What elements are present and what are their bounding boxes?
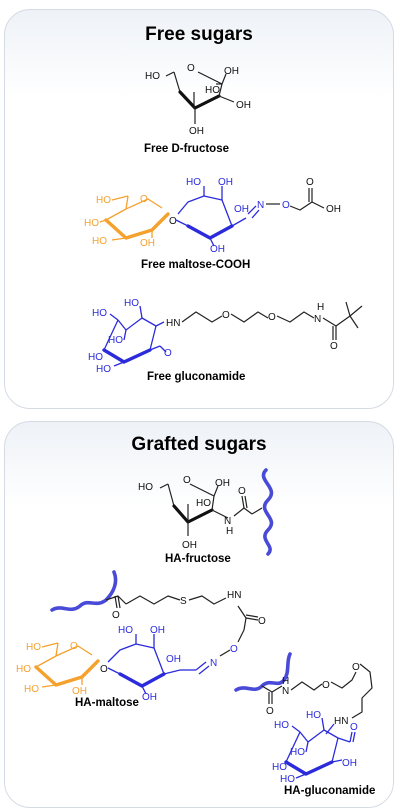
structure-ha-gluconamide: O H N O O HN HO HO HO HO HO OH O (234, 652, 373, 785)
label-gluconamide-oxygen: O (164, 348, 172, 359)
label-ha-gluconamide-ho-3: HO (290, 747, 305, 758)
label-gluconamide-ether-o-1: O (222, 310, 230, 321)
label-ha-gluconamide-oh: OH (342, 758, 357, 769)
label-ha-maltose-nh-n: HN (227, 590, 241, 601)
caption-free-d-fructose: Free D-fructose (144, 143, 229, 155)
caption-ha-gluconamide: HA-gluconamide (284, 785, 376, 797)
label-gluconamide-ho-4: HO (88, 352, 103, 363)
label-ha-gluconamide-oxygen: O (350, 722, 358, 733)
label-maltose-blue-oh-3: OH (234, 204, 249, 215)
label-maltose-oxime-o: O (282, 200, 290, 211)
caption-free-maltose-cooh: Free maltose-COOH (141, 259, 251, 271)
label-ha-maltose-orange-oh: OH (72, 686, 87, 697)
label-ha-maltose-orange-ring-o: O (70, 641, 78, 652)
label-gluconamide-hn: HN (166, 318, 180, 329)
label-ha-maltose-glycosidic-o: O (100, 664, 108, 675)
label-gluconamide-ho-3: HO (108, 335, 123, 346)
structure-ha-fructose: HO O OH HO OH N H O (138, 468, 274, 556)
label-maltose-orange-ho-2: HO (84, 218, 99, 229)
label-free-fructose-oh-2: OH (236, 100, 251, 111)
label-ha-maltose-oxime-o: O (230, 644, 238, 655)
label-ha-gluconamide-ho-5: HO (280, 774, 295, 785)
structure-free-d-fructose: HO O OH HO OH OH (145, 63, 251, 137)
label-maltose-glycosidic-o: O (169, 216, 177, 227)
label-ha-maltose-amide-o: O (258, 616, 266, 627)
grafted-sugars-title: Grafted sugars (131, 434, 267, 455)
label-maltose-orange-ring-o: O (140, 194, 148, 205)
label-free-fructose-ho-2: HO (205, 85, 220, 96)
caption-ha-maltose: HA-maltose (75, 697, 139, 709)
label-ha-maltose-sulfur: S (180, 596, 187, 607)
label-ha-gluconamide-carbonyl-o: O (266, 706, 274, 717)
structure-free-maltose-cooh: HO O HO HO OH O HO OH OH OH N O O OH (84, 177, 341, 255)
label-gluconamide-ho-2: HO (124, 298, 139, 309)
label-maltose-oxime-n: N (257, 200, 264, 211)
label-gluconamide-ho-1: HO (92, 308, 107, 319)
label-ha-gluconamide-ho-2: HO (306, 710, 321, 721)
label-ha-maltose-orange-ho-3: HO (24, 684, 39, 695)
label-ha-fructose-nh-n: N (224, 516, 231, 527)
label-ha-gluconamide-amide-h: H (282, 676, 289, 687)
label-ha-fructose-ho-2: HO (196, 498, 211, 509)
label-maltose-acid-oh: OH (326, 204, 341, 215)
label-ha-gluconamide-ho-4: HO (272, 762, 287, 773)
free-sugars-title: Free sugars (145, 24, 253, 45)
label-maltose-orange-ho-3: HO (92, 236, 107, 247)
label-ha-maltose-blue-oh-3: OH (166, 654, 181, 665)
label-ha-maltose-ketone-o: O (112, 610, 120, 621)
label-maltose-orange-ho-1: HO (96, 195, 111, 206)
label-ha-fructose-oh-1: OH (215, 478, 230, 489)
label-maltose-acid-o: O (306, 177, 314, 188)
label-ha-fructose-nh-h: H (226, 526, 233, 537)
label-maltose-blue-oh-1: OH (218, 177, 233, 188)
label-free-fructose-oh-3: OH (189, 126, 204, 137)
label-maltose-blue-oh-2: OH (210, 244, 225, 255)
free-sugars-panel: Free sugars (4, 9, 394, 409)
caption-free-gluconamide: Free gluconamide (147, 371, 246, 383)
label-ha-maltose-orange-ho-1: HO (26, 642, 41, 653)
label-maltose-orange-oh: OH (140, 238, 155, 249)
label-ha-fructose-ring-o: O (183, 475, 191, 486)
label-ha-fructose-ho-1: HO (138, 482, 153, 493)
label-ha-maltose-blue-oh-1: OH (150, 625, 165, 636)
label-ha-maltose-orange-ho-2: HO (16, 664, 31, 675)
label-ha-maltose-blue-oh-2: OH (142, 692, 157, 703)
grafted-sugars-panel: Grafted sugars (4, 421, 394, 808)
label-ha-gluconamide-ether-o-2: O (352, 662, 360, 673)
label-gluconamide-ether-o-2: O (268, 312, 276, 323)
label-ha-maltose-blue-ho-1: HO (118, 625, 133, 636)
label-gluconamide-ho-5: HO (96, 364, 111, 375)
label-free-fructose-oh-1: OH (224, 66, 239, 77)
label-ha-maltose-oxime-n: N (210, 658, 217, 669)
label-ha-gluconamide-ho-1: HO (274, 720, 289, 731)
caption-ha-fructose: HA-fructose (165, 553, 231, 565)
label-gluconamide-amide-h: H (317, 302, 324, 313)
label-gluconamide-carbonyl-o: O (330, 341, 338, 352)
label-gluconamide-amide-n: N (314, 314, 321, 325)
label-maltose-blue-ho-1: HO (186, 177, 201, 188)
label-free-fructose-ho-1: HO (145, 71, 160, 82)
label-ha-gluconamide-hn: HN (334, 716, 348, 727)
label-ha-fructose-carbonyl-o: O (238, 486, 246, 497)
label-ha-fructose-oh-2: OH (182, 540, 197, 551)
label-ha-gluconamide-amide-n: N (282, 686, 289, 697)
structure-free-gluconamide: HO HO HO HO HO O HN O O N H O (88, 298, 363, 375)
label-free-fructose-ring-o: O (187, 63, 195, 74)
structure-ha-maltose: O S HN O O N HO O HO HO OH O (16, 570, 266, 703)
label-ha-gluconamide-ether-o-1: O (322, 680, 330, 691)
